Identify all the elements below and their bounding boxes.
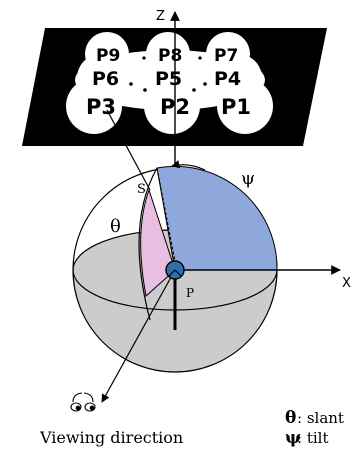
view-line-lower [101, 269, 176, 403]
origin-tick-b [168, 269, 176, 277]
view-line-upper [106, 109, 151, 191]
psi-label: ψ [241, 168, 255, 189]
point-label-s: S [137, 182, 146, 197]
dashed-line [156, 167, 176, 263]
x-axis-label: X [342, 276, 351, 291]
tilt-quadrant [156, 165, 278, 271]
legend-slant-text: : slant [297, 409, 344, 427]
legend-slant-symbol: θ [285, 408, 296, 428]
patch-separators [129, 56, 207, 92]
origin-tick-a [174, 269, 182, 277]
patch-label-p6: P6 [92, 68, 119, 90]
legend-tilt-text: : tilt [297, 429, 328, 447]
psi-arc [171, 160, 206, 171]
eye-icon [70, 392, 96, 412]
patch-label-p5: P5 [155, 68, 182, 90]
patch-label-p3: P3 [86, 95, 116, 119]
patch-blob [66, 32, 273, 134]
z-axis-label: Z [156, 9, 165, 24]
meridian-arc [138, 167, 158, 321]
patch-label-p7: P7 [214, 46, 238, 66]
legend-tilt-symbol: ψ [285, 428, 301, 448]
theta-label: θ [110, 216, 121, 237]
patch-label-p4: P4 [214, 68, 241, 90]
patch-label-p9: P9 [96, 46, 120, 66]
patch-label-p1: P1 [221, 95, 251, 119]
legend: θ : slant ψ : tilt [285, 408, 344, 448]
point-label-p: P [186, 286, 194, 300]
viewing-direction-caption: Viewing direction [39, 428, 183, 447]
patch-label-p8: P8 [158, 46, 182, 66]
